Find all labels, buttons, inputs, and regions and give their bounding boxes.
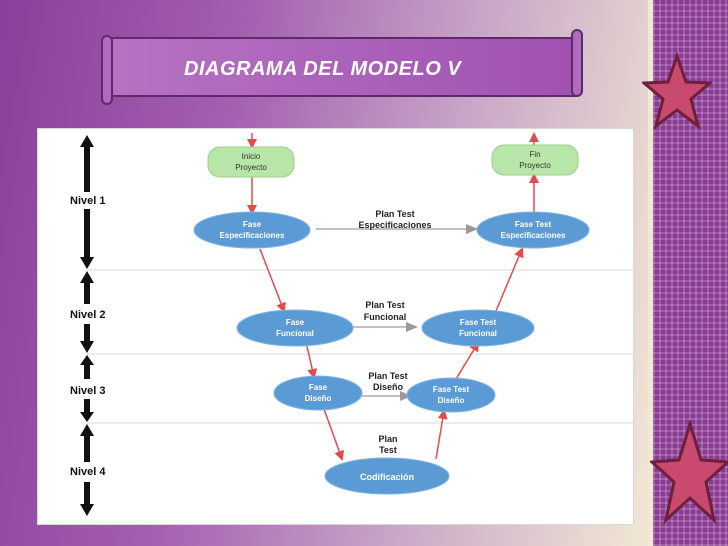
svg-text:Especificaciones: Especificaciones xyxy=(501,231,566,240)
phase-functional-test-node: Fase Test Funcional xyxy=(421,309,535,347)
svg-text:Fase: Fase xyxy=(309,383,328,392)
level-label: Nivel 1 xyxy=(70,195,105,207)
svg-text:Plan Test: Plan Test xyxy=(375,209,414,219)
level-label: Nivel 4 xyxy=(70,466,106,478)
level-arrow-icon xyxy=(80,355,94,422)
star-icon xyxy=(642,52,712,130)
flow-arrow xyxy=(259,248,286,313)
svg-text:Especificaciones: Especificaciones xyxy=(220,231,285,240)
level-arrow-icon xyxy=(80,271,94,353)
svg-text:Fase Test: Fase Test xyxy=(433,385,470,394)
end-node: Fin Proyecto xyxy=(491,144,579,176)
flow-arrow xyxy=(435,409,448,460)
level-label: Nivel 3 xyxy=(70,385,105,397)
svg-text:Fase Test: Fase Test xyxy=(460,318,497,327)
svg-text:Test: Test xyxy=(379,445,397,455)
phase-specifications-test-node: Fase Test Especificaciones xyxy=(476,211,590,249)
svg-text:Diseño: Diseño xyxy=(373,382,404,392)
svg-text:Diseño: Diseño xyxy=(305,394,332,403)
svg-text:Inicio: Inicio xyxy=(242,152,261,161)
coding-node: Codificación xyxy=(324,457,450,495)
svg-text:Plan Test: Plan Test xyxy=(368,371,407,381)
test-plan-label: Plan Test xyxy=(378,434,397,455)
level-arrow-icon xyxy=(80,135,94,269)
star-icon xyxy=(650,420,728,525)
phase-design-node: Fase Diseño xyxy=(273,375,363,411)
svg-text:Plan Test: Plan Test xyxy=(365,300,404,310)
flow-arrow xyxy=(305,341,318,379)
v-model-svg: Nivel 1 Nivel 2 Nivel 3 Nivel 4 Inicio P… xyxy=(70,132,633,516)
level-arrow-icon xyxy=(80,424,94,516)
phase-functional-node: Fase Funcional xyxy=(236,309,354,347)
test-plan-label: Plan Test Funcional xyxy=(364,300,407,322)
svg-text:Proyecto: Proyecto xyxy=(519,161,551,170)
svg-text:Funcional: Funcional xyxy=(276,329,314,338)
svg-text:Fase: Fase xyxy=(243,220,262,229)
title-banner xyxy=(101,29,583,105)
v-model-diagram: Nivel 1 Nivel 2 Nivel 3 Nivel 4 Inicio P… xyxy=(38,129,633,524)
flow-arrow xyxy=(455,341,480,380)
svg-text:Especificaciones: Especificaciones xyxy=(358,220,431,230)
svg-text:Fase: Fase xyxy=(286,318,305,327)
svg-text:Codificación: Codificación xyxy=(360,472,414,482)
start-node: Inicio Proyecto xyxy=(207,146,295,178)
flow-arrow xyxy=(323,408,344,461)
svg-text:Proyecto: Proyecto xyxy=(235,163,267,172)
phase-specifications-node: Fase Especificaciones xyxy=(193,211,311,249)
svg-text:Plan: Plan xyxy=(378,434,397,444)
flow-arrow xyxy=(495,247,524,312)
level-label: Nivel 2 xyxy=(70,309,105,321)
test-plan-label: Plan Test Diseño xyxy=(368,371,407,392)
svg-text:Fin: Fin xyxy=(529,150,540,159)
svg-text:Diseño: Diseño xyxy=(438,396,465,405)
svg-text:Fase Test: Fase Test xyxy=(515,220,552,229)
page-title: DIAGRAMA DEL MODELO V xyxy=(184,58,462,80)
phase-design-test-node: Fase Test Diseño xyxy=(406,377,496,413)
svg-text:Funcional: Funcional xyxy=(364,312,407,322)
svg-text:Funcional: Funcional xyxy=(459,329,497,338)
test-plan-label: Plan Test Especificaciones xyxy=(358,209,431,230)
